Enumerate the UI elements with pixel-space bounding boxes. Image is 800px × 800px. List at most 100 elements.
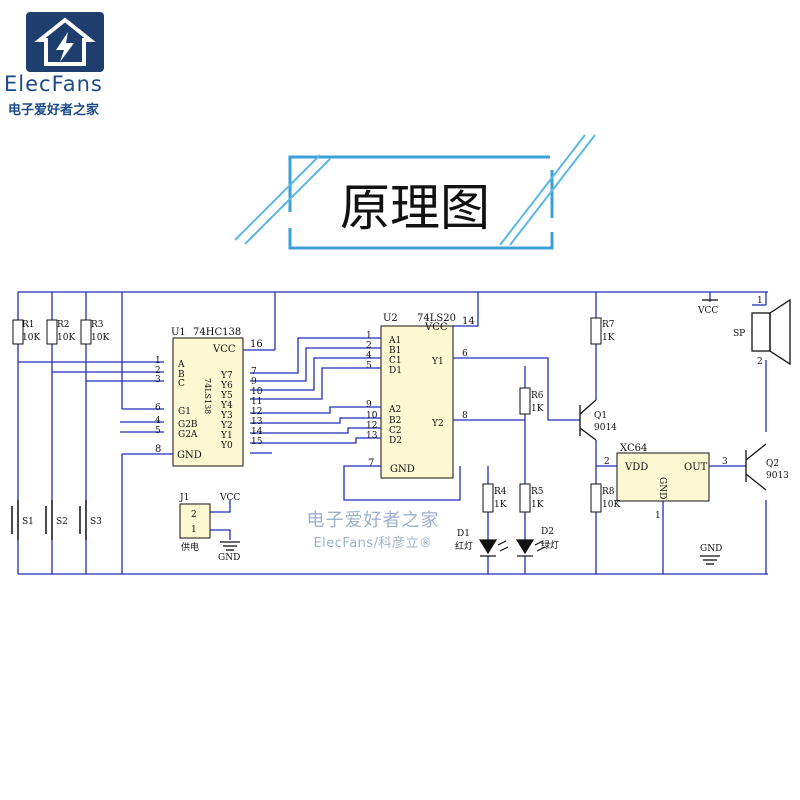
page-title: 原理图 bbox=[340, 179, 490, 237]
speaker-ref: SP bbox=[733, 329, 745, 339]
u2-pin-number: 12 bbox=[366, 421, 377, 431]
switch-s2-label: S2 bbox=[56, 517, 68, 527]
r1-value: 10K bbox=[22, 333, 40, 343]
u2-pin-name: D2 bbox=[389, 436, 402, 446]
u1-pin-name: G2A bbox=[178, 430, 198, 440]
u2-pin-name: Y2 bbox=[431, 419, 444, 429]
transistor-q1-symbol bbox=[579, 399, 597, 441]
u2-pin-number: 2 bbox=[366, 341, 372, 351]
resistor-symbols bbox=[12, 317, 602, 513]
u2-pin-name: B1 bbox=[389, 346, 401, 356]
u1-pin-name: Y5 bbox=[220, 391, 233, 401]
u2-pin-name: A1 bbox=[388, 336, 401, 346]
u1-pin-number: 4 bbox=[155, 416, 161, 426]
u1-pin-number: 10 bbox=[251, 387, 263, 397]
u1-pin-number: 9 bbox=[251, 377, 257, 387]
u1-pin-name: Y4 bbox=[220, 401, 233, 411]
u1-vcc-pin: 16 bbox=[250, 339, 263, 350]
u1-gnd-label: GND bbox=[177, 450, 202, 461]
r2-value: 10K bbox=[57, 333, 75, 343]
u2-pin-number: 9 bbox=[366, 400, 372, 410]
u2-pin-number: 1 bbox=[366, 331, 372, 341]
u1-side-label: 74LS138 bbox=[203, 378, 212, 414]
u1-pin-number: 12 bbox=[251, 407, 262, 417]
u2-gnd-pin: 7 bbox=[368, 458, 374, 469]
r8-ref: R8 bbox=[602, 487, 615, 497]
u1-pin-name: Y1 bbox=[220, 431, 233, 441]
u1-pin-name: A bbox=[177, 360, 185, 370]
wires bbox=[17, 291, 768, 575]
r3-ref: R3 bbox=[91, 320, 104, 330]
u1-pin-number: 6 bbox=[155, 403, 161, 413]
u2-pin-name: C1 bbox=[389, 356, 402, 366]
j1-label: 供电 bbox=[181, 541, 199, 553]
switch-s1-label: S1 bbox=[22, 517, 34, 527]
xc64-vdd-label: VDD bbox=[624, 462, 648, 473]
u1-pin-number: 7 bbox=[251, 367, 257, 377]
d2-ref: D2 bbox=[541, 527, 554, 537]
r6-ref: R6 bbox=[531, 391, 544, 401]
u1-pin-number: 11 bbox=[251, 397, 262, 407]
r4-ref: R4 bbox=[494, 487, 507, 497]
speaker-vcc-label: VCC bbox=[697, 306, 718, 316]
led-symbols bbox=[478, 539, 546, 557]
u1-pin-number: 3 bbox=[155, 375, 161, 385]
u2-pin-name: B2 bbox=[389, 416, 401, 426]
elecfans-logo: ElecFans 电子爱好者之家 bbox=[0, 0, 140, 120]
q2-part: 9013 bbox=[766, 471, 789, 481]
q1-part: 9014 bbox=[594, 423, 617, 433]
u1-vcc-label: VCC bbox=[212, 344, 236, 355]
r4-value: 1K bbox=[494, 500, 507, 510]
d1-ref: D1 bbox=[457, 529, 470, 539]
u1-pin-name: Y6 bbox=[220, 381, 233, 391]
q2-ref: Q2 bbox=[766, 459, 779, 469]
switch-symbols bbox=[11, 500, 87, 540]
u1-chip-body bbox=[172, 337, 244, 467]
u1-gnd-pin: 8 bbox=[155, 444, 161, 455]
r8-value: 10K bbox=[602, 500, 620, 510]
u1-pin-name: Y7 bbox=[220, 371, 233, 381]
connector-j1-body bbox=[179, 503, 211, 539]
u1-pin-name: Y3 bbox=[220, 411, 233, 421]
transistor-q2-symbol bbox=[745, 443, 767, 491]
j1-pin2: 2 bbox=[191, 510, 197, 520]
u1-pin-number: 5 bbox=[155, 426, 161, 436]
u1-pin-name: Y0 bbox=[220, 441, 233, 451]
u2-pin-name: D1 bbox=[389, 366, 402, 376]
u1-ref: U1 bbox=[171, 327, 186, 338]
j1-ref: J1 bbox=[179, 493, 189, 503]
xc64-out-label: OUT bbox=[684, 462, 708, 473]
u2-pin-number: 8 bbox=[462, 411, 468, 421]
brand-subtitle: 电子爱好者之家 bbox=[8, 103, 100, 118]
j1-vcc-label: VCC bbox=[219, 493, 240, 503]
switch-s3-label: S3 bbox=[90, 517, 102, 527]
speaker-pin1: 1 bbox=[757, 296, 763, 306]
u2-chip-body bbox=[380, 325, 454, 479]
d2-label: 绿灯 bbox=[541, 539, 559, 551]
house-lightning-icon bbox=[26, 12, 104, 72]
u1-pin-number: 15 bbox=[251, 437, 263, 447]
u1-part: 74HC138 bbox=[193, 327, 241, 338]
u2-pin-name: C2 bbox=[389, 426, 402, 436]
u2-ref: U2 bbox=[383, 313, 398, 324]
r1-ref: R1 bbox=[22, 320, 35, 330]
xc64-ref: XC64 bbox=[620, 443, 647, 454]
u2-vcc-pin: 14 bbox=[462, 316, 475, 327]
j1-pin1: 1 bbox=[191, 525, 197, 535]
d1-label: 红灯 bbox=[455, 540, 473, 552]
brand-name: ElecFans bbox=[4, 72, 103, 96]
u1-pin-name: B bbox=[178, 370, 185, 380]
u2-pin-name: Y1 bbox=[431, 357, 444, 367]
r5-ref: R5 bbox=[531, 487, 544, 497]
xc64-pin-out: 3 bbox=[722, 457, 728, 467]
speaker-pin2: 2 bbox=[757, 357, 763, 367]
xc64-gnd-label: GND bbox=[657, 477, 667, 499]
watermark-line1: 电子爱好者之家 bbox=[306, 510, 440, 531]
r5-value: 1K bbox=[531, 500, 544, 510]
u2-pin-name: A2 bbox=[388, 405, 401, 415]
watermark-line2: ElecFans/科彦立® bbox=[313, 536, 433, 551]
u2-pin-number: 13 bbox=[366, 431, 378, 441]
u2-gnd-label: GND bbox=[390, 464, 415, 475]
